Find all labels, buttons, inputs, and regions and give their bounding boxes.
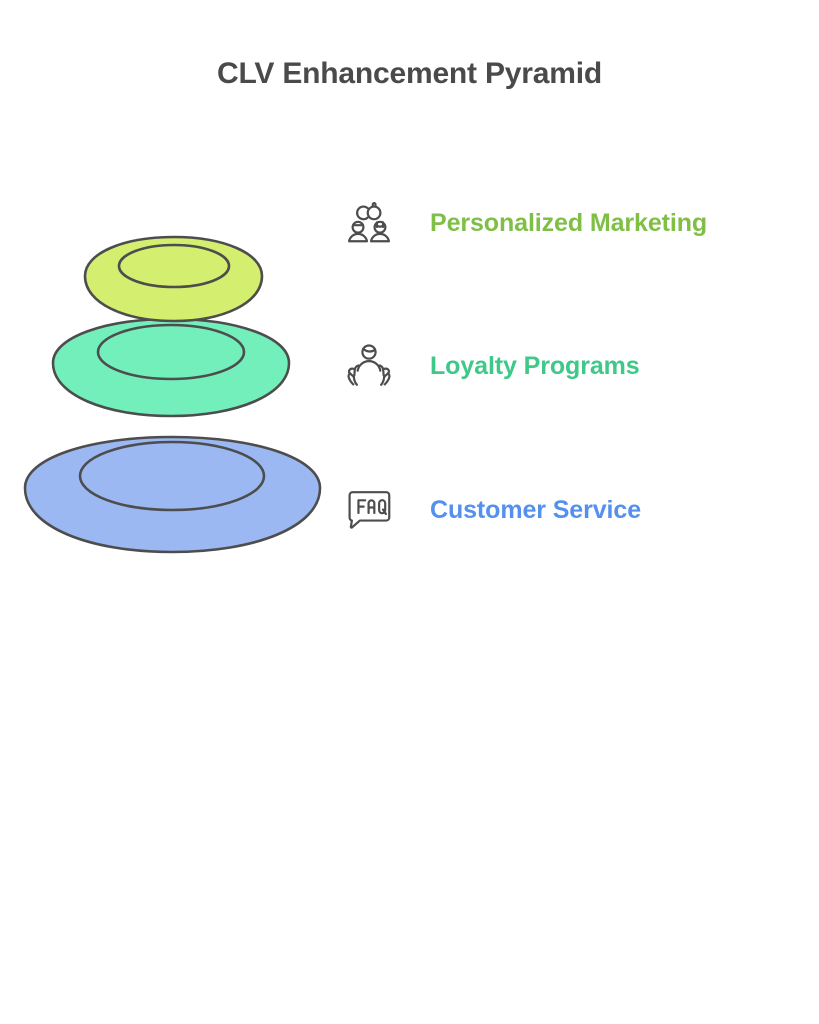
legend-item-personalized-marketing[interactable]: Personalized Marketing <box>340 193 707 253</box>
two-people-connection-icon <box>340 194 398 252</box>
pyramid-graphic <box>0 215 340 575</box>
legend-label-loyalty-programs: Loyalty Programs <box>430 351 640 380</box>
legend-item-customer-service[interactable]: Customer Service <box>340 480 641 540</box>
pyramid-level-loyalty-programs[interactable] <box>51 317 291 418</box>
person-in-hands-icon <box>340 337 398 395</box>
legend-label-personalized-marketing: Personalized Marketing <box>430 208 708 237</box>
pyramid-level-customer-service[interactable] <box>23 435 322 554</box>
legend-label-customer-service: Customer Service <box>430 495 641 524</box>
faq-speech-bubble-icon <box>340 481 398 539</box>
legend-item-loyalty-programs[interactable]: Loyalty Programs <box>340 336 640 396</box>
page-title: CLV Enhancement Pyramid <box>217 57 602 90</box>
pyramid-level-personalized-marketing[interactable] <box>83 235 264 323</box>
legend: Personalized Marketing <box>340 185 810 540</box>
